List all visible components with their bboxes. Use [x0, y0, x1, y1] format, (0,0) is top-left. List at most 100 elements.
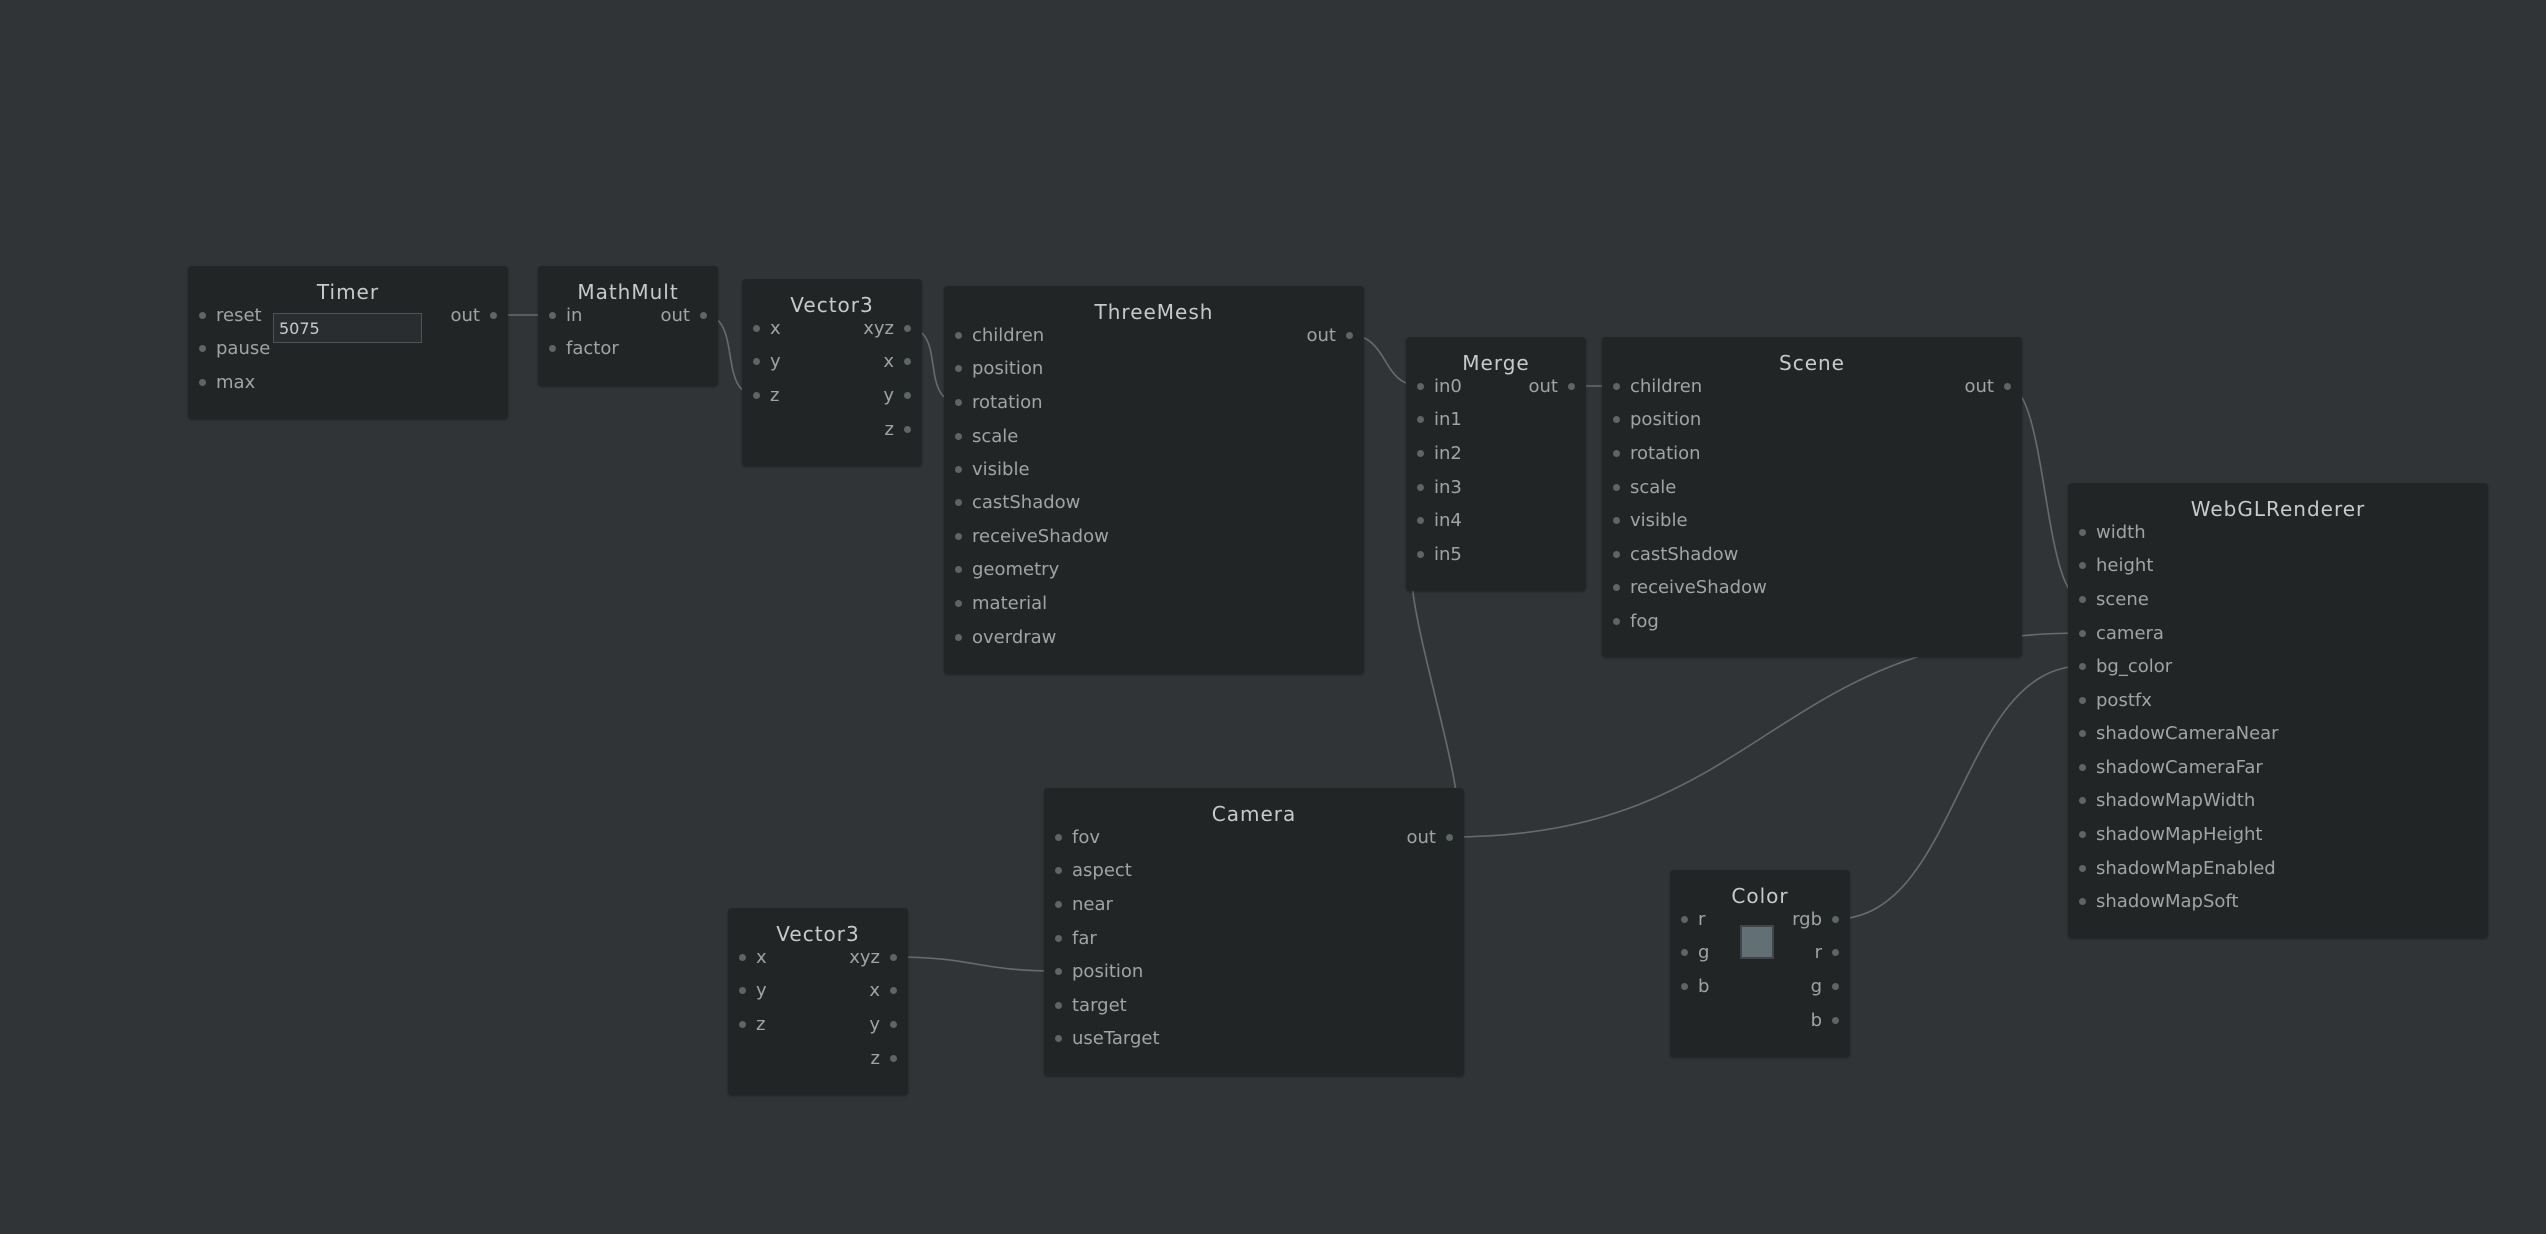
port-dot-icon[interactable]	[955, 599, 962, 607]
port-dot-icon[interactable]	[739, 953, 746, 961]
port-target[interactable]: target	[1055, 995, 1127, 1017]
port-out[interactable]: out	[1529, 376, 1575, 398]
port-dot-icon[interactable]	[1446, 833, 1453, 841]
port-shadowmapsoft[interactable]: shadowMapSoft	[2079, 891, 2238, 913]
port-dot-icon[interactable]	[1417, 382, 1424, 390]
port-children[interactable]: children	[1613, 376, 1702, 398]
port-dot-icon[interactable]	[955, 398, 962, 406]
port-dot-icon[interactable]	[955, 432, 962, 440]
port-dot-icon[interactable]	[890, 986, 897, 994]
port-height[interactable]: height	[2079, 555, 2153, 577]
port-bg-color[interactable]: bg_color	[2079, 656, 2172, 678]
port-dot-icon[interactable]	[904, 425, 911, 433]
port-dot-icon[interactable]	[2079, 864, 2086, 872]
port-dot-icon[interactable]	[1613, 382, 1620, 390]
port-out-z[interactable]: z	[885, 419, 911, 441]
port-dot-icon[interactable]	[1681, 948, 1688, 956]
port-out-r[interactable]: r	[1815, 942, 1839, 964]
port-dot-icon[interactable]	[739, 986, 746, 994]
port-dot-icon[interactable]	[1055, 833, 1062, 841]
port-shadowmapenabled[interactable]: shadowMapEnabled	[2079, 858, 2276, 880]
port-dot-icon[interactable]	[1832, 915, 1839, 923]
port-out-b[interactable]: b	[1811, 1010, 1839, 1032]
port-in3[interactable]: in3	[1417, 477, 1462, 499]
port-dot-icon[interactable]	[1055, 1001, 1062, 1009]
port-dot-icon[interactable]	[199, 311, 206, 319]
camera-node[interactable]: Camera fov aspect near far position targ…	[1044, 788, 1464, 1076]
port-b[interactable]: b	[1681, 976, 1709, 998]
port-r[interactable]: r	[1681, 909, 1705, 931]
port-dot-icon[interactable]	[904, 324, 911, 332]
port-factor[interactable]: factor	[549, 338, 619, 360]
port-shadowcamerafar[interactable]: shadowCameraFar	[2079, 757, 2263, 779]
port-postfx[interactable]: postfx	[2079, 690, 2152, 712]
port-dot-icon[interactable]	[2079, 763, 2086, 771]
port-rotation[interactable]: rotation	[955, 392, 1043, 414]
port-dot-icon[interactable]	[955, 532, 962, 540]
port-overdraw[interactable]: overdraw	[955, 627, 1056, 649]
timer-node[interactable]: Timer reset pause max out	[188, 266, 508, 419]
port-dot-icon[interactable]	[1832, 982, 1839, 990]
port-in2[interactable]: in2	[1417, 443, 1462, 465]
port-dot-icon[interactable]	[955, 364, 962, 372]
port-dot-icon[interactable]	[1613, 449, 1620, 457]
port-position[interactable]: position	[955, 358, 1043, 380]
vector3-node[interactable]: Vector3 x y z xyz x y z	[742, 279, 922, 466]
port-geometry[interactable]: geometry	[955, 559, 1059, 581]
port-dot-icon[interactable]	[1613, 516, 1620, 524]
port-y[interactable]: y	[739, 980, 767, 1002]
port-z[interactable]: z	[739, 1014, 765, 1036]
port-dot-icon[interactable]	[2004, 382, 2011, 390]
color-swatch[interactable]	[1740, 925, 1774, 959]
port-usetarget[interactable]: useTarget	[1055, 1028, 1160, 1050]
port-dot-icon[interactable]	[2079, 729, 2086, 737]
port-max[interactable]: max	[199, 372, 255, 394]
port-dot-icon[interactable]	[1417, 516, 1424, 524]
port-in4[interactable]: in4	[1417, 510, 1462, 532]
port-in0[interactable]: in0	[1417, 376, 1462, 398]
port-out[interactable]: out	[661, 305, 707, 327]
port-dot-icon[interactable]	[904, 391, 911, 399]
port-scale[interactable]: scale	[955, 426, 1018, 448]
port-x[interactable]: x	[739, 947, 767, 969]
port-xyz[interactable]: xyz	[849, 947, 897, 969]
port-out-g[interactable]: g	[1811, 976, 1839, 998]
port-scene[interactable]: scene	[2079, 589, 2149, 611]
port-dot-icon[interactable]	[2079, 696, 2086, 704]
port-dot-icon[interactable]	[1417, 483, 1424, 491]
port-dot-icon[interactable]	[890, 1020, 897, 1028]
port-dot-icon[interactable]	[753, 357, 760, 365]
port-scale[interactable]: scale	[1613, 477, 1676, 499]
port-dot-icon[interactable]	[1346, 331, 1353, 339]
port-receiveshadow[interactable]: receiveShadow	[955, 526, 1109, 548]
color-node[interactable]: Color r g b rgb r g b	[1670, 870, 1850, 1057]
port-far[interactable]: far	[1055, 928, 1097, 950]
port-in[interactable]: in	[549, 305, 582, 327]
port-children[interactable]: children	[955, 325, 1044, 347]
port-material[interactable]: material	[955, 593, 1047, 615]
port-out-y[interactable]: y	[869, 1014, 897, 1036]
port-out-x[interactable]: x	[869, 980, 897, 1002]
port-dot-icon[interactable]	[1568, 382, 1575, 390]
port-visible[interactable]: visible	[955, 459, 1030, 481]
port-dot-icon[interactable]	[1417, 449, 1424, 457]
port-shadowmapheight[interactable]: shadowMapHeight	[2079, 824, 2262, 846]
port-dot-icon[interactable]	[2079, 662, 2086, 670]
port-shadowcameranear[interactable]: shadowCameraNear	[2079, 723, 2279, 745]
port-dot-icon[interactable]	[2079, 830, 2086, 838]
port-dot-icon[interactable]	[1055, 866, 1062, 874]
vector3-node[interactable]: Vector3 x y z xyz x y z	[728, 908, 908, 1095]
port-fov[interactable]: fov	[1055, 827, 1100, 849]
port-dot-icon[interactable]	[1832, 1016, 1839, 1024]
merge-node[interactable]: Merge in0 in1 in2 in3 in4 in5 out	[1406, 337, 1586, 591]
port-dot-icon[interactable]	[1613, 415, 1620, 423]
port-dot-icon[interactable]	[904, 357, 911, 365]
mathmult-node[interactable]: MathMult in factor out	[538, 266, 718, 386]
port-dot-icon[interactable]	[1613, 583, 1620, 591]
port-dot-icon[interactable]	[955, 331, 962, 339]
port-dot-icon[interactable]	[1613, 483, 1620, 491]
port-dot-icon[interactable]	[2079, 796, 2086, 804]
port-dot-icon[interactable]	[549, 311, 556, 319]
port-castshadow[interactable]: castShadow	[1613, 544, 1738, 566]
port-out-z[interactable]: z	[871, 1048, 897, 1070]
